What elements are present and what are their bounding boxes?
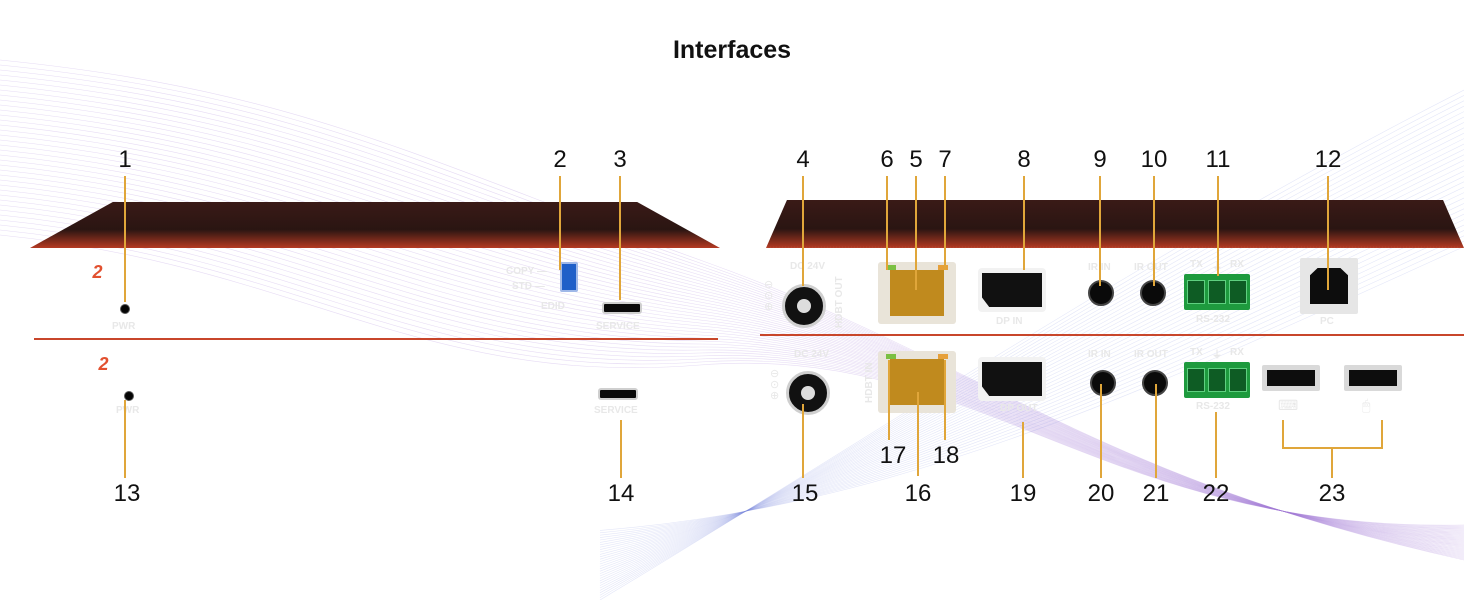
hdbt-out-port[interactable] xyxy=(878,262,956,324)
std-label: STD — xyxy=(512,281,545,292)
pwr-led xyxy=(120,304,130,314)
brand-logo: BZB2GEAR® xyxy=(60,354,170,374)
pc-label: PC xyxy=(1320,316,1334,327)
data-led xyxy=(938,354,948,359)
ir-in-label: IR IN xyxy=(1088,262,1111,273)
callout-16: 16 xyxy=(904,480,932,507)
callout-14: 14 xyxy=(607,480,635,507)
rear-top-unit: DC 24V ⊖⊙⊕ HDBT OUT DP IN IR IN IR OUT T… xyxy=(760,246,1464,334)
callout-8: 8 xyxy=(1017,146,1031,173)
callout-4: 4 xyxy=(796,146,810,173)
rear-top-red-edge xyxy=(760,334,1464,336)
ir-out-label: IR OUT xyxy=(1134,262,1168,273)
callout-11: 11 xyxy=(1205,146,1231,173)
page-title: Interfaces xyxy=(672,36,792,64)
rs232-terminal[interactable] xyxy=(1184,362,1250,398)
callout-2: 2 xyxy=(553,146,567,173)
usb-keyboard-port[interactable] xyxy=(1262,365,1320,391)
link-led xyxy=(886,265,896,270)
service-label: SERVICE xyxy=(596,321,640,332)
copy-label: COPY — xyxy=(506,266,547,277)
keyboard-icon: ⌨ xyxy=(1278,397,1299,413)
hdbt-label: HDBT OUT xyxy=(834,276,845,328)
polarity-icon: ⊖⊙⊕ xyxy=(764,279,774,313)
callout-10: 10 xyxy=(1140,146,1168,173)
hdbt-in-port[interactable] xyxy=(878,351,956,413)
callout-17: 17 xyxy=(879,442,907,469)
hdbt-label: HDBT IN xyxy=(864,362,875,403)
ir-in-jack[interactable] xyxy=(1088,280,1114,306)
callout-9: 9 xyxy=(1093,146,1107,173)
callout-12: 12 xyxy=(1314,146,1342,173)
ir-out-jack[interactable] xyxy=(1140,280,1166,306)
polarity-icon: ⊖⊙⊕ xyxy=(770,368,780,402)
callout-22: 22 xyxy=(1202,480,1230,507)
callout-13: 13 xyxy=(113,480,141,507)
front-top-unit: BZB2GEAR® PWR COPY — STD — EDID SERVICE xyxy=(34,248,718,340)
rear-bottom-unit: DC 24V ⊖⊙⊕ HDBT IN DP OUT IR IN IR OUT T… xyxy=(762,337,1464,423)
dc-power-jack[interactable] xyxy=(782,284,826,328)
mouse-icon: 🖱 xyxy=(1362,397,1371,413)
front-bottom-unit: BZB2GEAR® PWR SERVICE xyxy=(38,342,714,424)
pwr-label: PWR xyxy=(112,321,136,332)
dp-out-port[interactable] xyxy=(978,357,1046,401)
tx-label: TX xyxy=(1190,259,1203,270)
edid-label: EDID xyxy=(541,301,565,312)
callout-3: 3 xyxy=(613,146,627,173)
callout-6: 6 xyxy=(880,146,894,173)
edid-switch[interactable] xyxy=(560,262,578,292)
callout-7: 7 xyxy=(938,146,952,173)
callout-1: 1 xyxy=(118,146,132,173)
front-top-unit-lid xyxy=(30,202,720,248)
callout-18: 18 xyxy=(932,442,960,469)
dc-label: DC 24V xyxy=(794,349,830,360)
rear-top-unit-lid xyxy=(766,200,1464,248)
ground-symbol: ⏚ xyxy=(1212,350,1222,361)
data-led xyxy=(938,265,948,270)
pwr-label: PWR xyxy=(116,405,140,416)
dp-in-port[interactable] xyxy=(978,268,1046,312)
usb-mouse-port[interactable] xyxy=(1344,365,1402,391)
rs232-terminal[interactable] xyxy=(1184,274,1250,310)
service-port[interactable] xyxy=(598,388,638,400)
dp-label: DP OUT xyxy=(1000,403,1038,414)
tx-label: TX xyxy=(1190,347,1203,358)
ground-symbol: ⏚ xyxy=(1212,262,1222,273)
rs232-label: RS-232 xyxy=(1196,401,1230,412)
callout-5: 5 xyxy=(909,146,923,173)
service-label: SERVICE xyxy=(594,405,638,416)
dc-power-jack[interactable] xyxy=(786,371,830,415)
rs232-label: RS-232 xyxy=(1196,314,1230,325)
callout-19: 19 xyxy=(1009,480,1037,507)
ir-in-jack[interactable] xyxy=(1090,370,1116,396)
pwr-led xyxy=(124,391,134,401)
ir-out-label: IR OUT xyxy=(1134,349,1168,360)
callout-15: 15 xyxy=(791,480,819,507)
rx-label: RX xyxy=(1230,259,1244,270)
front-top-red-edge xyxy=(34,338,718,340)
dp-label: DP IN xyxy=(996,316,1023,327)
ir-in-label: IR IN xyxy=(1088,349,1111,360)
dc-label: DC 24V xyxy=(790,261,826,272)
service-port[interactable] xyxy=(602,302,642,314)
callout-23: 23 xyxy=(1318,480,1346,507)
pc-usb-port[interactable] xyxy=(1300,258,1358,314)
brand-logo: BZB2GEAR® xyxy=(54,262,164,282)
ir-out-jack[interactable] xyxy=(1142,370,1168,396)
link-led xyxy=(886,354,896,359)
callout-21: 21 xyxy=(1142,480,1170,507)
callout-20: 20 xyxy=(1087,480,1115,507)
rx-label: RX xyxy=(1230,347,1244,358)
